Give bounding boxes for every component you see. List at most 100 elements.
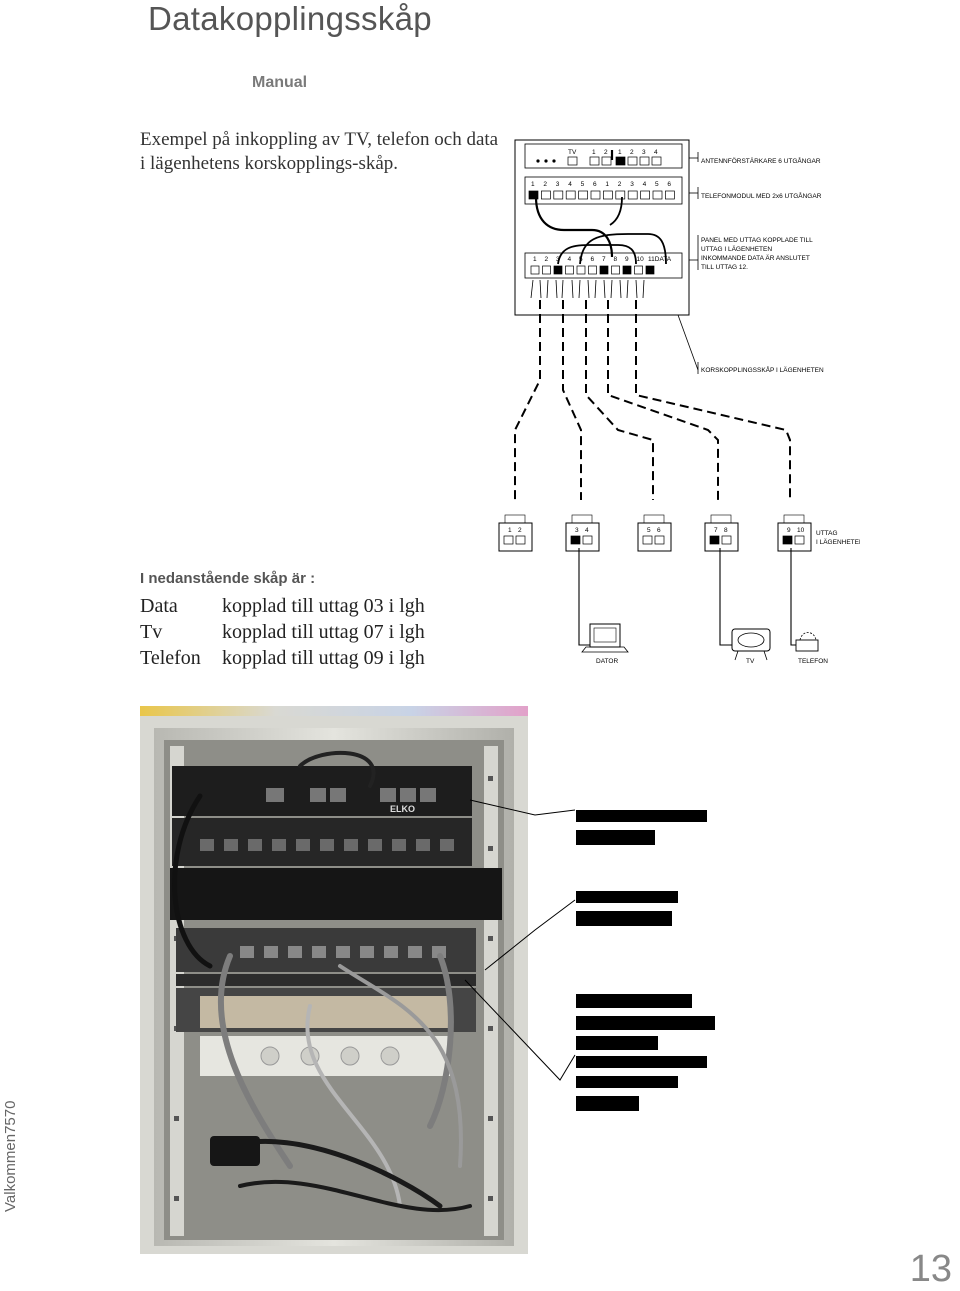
antenna-port: [639, 156, 650, 166]
outlet-number: 7: [714, 527, 718, 534]
outlet-label-1: UTTAG: [816, 530, 838, 537]
outlet-panel-port: [645, 265, 655, 275]
outlet-label-2: I LÄGENHETEN: [816, 538, 860, 546]
outlet-panel-port: [634, 265, 643, 275]
outlet-number: 2: [518, 527, 522, 534]
footer-text: Valkommen7570: [2, 1100, 19, 1212]
outlet-number: 10: [797, 527, 805, 534]
svg-text:2: 2: [604, 149, 608, 156]
telephone-module-number: 3: [630, 181, 634, 188]
redacted-label: [576, 994, 692, 1008]
panel-label-1: PANEL MED UTTAG KOPPLADE TILL: [701, 237, 813, 244]
connection-row-tv: Tv kopplad till uttag 07 i lgh: [140, 621, 425, 644]
antenna-port: [627, 156, 638, 166]
outlet-panel-number: 8: [614, 256, 618, 263]
connection-value: kopplad till uttag 03 i lgh: [222, 595, 425, 617]
connection-value: kopplad till uttag 09 i lgh: [222, 647, 425, 669]
redacted-label: [576, 1096, 639, 1111]
outlet-number: 8: [724, 527, 728, 534]
outlet-number: 5: [647, 527, 651, 534]
telephone-module-number: 6: [593, 181, 597, 188]
manual-label: Manual: [252, 74, 308, 91]
outlet-panel-number: 9: [625, 256, 629, 263]
telephone-module-number: 6: [667, 181, 671, 188]
antenna-port: [651, 156, 662, 166]
outlet-jack: [721, 535, 732, 545]
telephone-module-number: 3: [556, 181, 560, 188]
panel-label-2: UTTAG I LÄGENHETEN: [701, 245, 772, 253]
outlet-jack: [503, 535, 514, 545]
telephone-module-port: [615, 190, 626, 200]
antenna-port: [567, 156, 578, 166]
redacted-label: [576, 1056, 707, 1068]
connection-value: kopplad till uttag 07 i lgh: [222, 621, 425, 643]
redacted-label: [576, 891, 678, 903]
antenna-port: [589, 156, 600, 166]
outlet-jack: [642, 535, 653, 545]
outlet-jack: [794, 535, 805, 545]
outlet-number: 4: [585, 527, 589, 534]
svg-text:1: 1: [592, 149, 596, 156]
outlet-number: 1: [508, 527, 512, 534]
outlet-panel-port: [611, 265, 620, 275]
connection-row-data: Data kopplad till uttag 03 i lgh: [140, 595, 425, 618]
outlet-panel-number: 6: [591, 256, 595, 263]
outlet-jack: [709, 535, 720, 545]
outlet-panel-port: [565, 265, 574, 275]
outlet-number: 3: [575, 527, 579, 534]
outlet-jack: [782, 535, 793, 545]
antenna-ports: [567, 156, 662, 166]
outlet-panel-ports: [530, 265, 655, 275]
svg-text:2: 2: [630, 149, 634, 156]
outlet-panel-number: 2: [545, 256, 549, 263]
svg-text:1: 1: [618, 149, 622, 156]
antenna-label: ANTENNFÖRSTÄRKARE 6 UTGÅNGAR: [701, 156, 821, 165]
outlet-panel-row: [524, 252, 683, 279]
redacted-label: [576, 911, 672, 926]
outlet-panel-port: [622, 265, 632, 275]
redacted-label: [576, 1036, 658, 1050]
telephone-module-port: [553, 190, 564, 200]
telephone-module-number: 5: [581, 181, 585, 188]
redacted-label: [576, 1016, 715, 1030]
antenna-row: [524, 143, 683, 169]
telephone-module-number: 4: [643, 181, 647, 188]
telephone-module-number: 1: [605, 181, 609, 188]
telephone-module-number: 2: [618, 181, 622, 188]
telephone-icon: [795, 632, 819, 652]
antenna-port: [601, 156, 612, 166]
telephone-module-port: [565, 190, 576, 200]
outlet-panel-number: 1: [533, 256, 537, 263]
cabinet-label: KORSKOPPLINGSSKÅP I LÄGENHETEN: [701, 365, 824, 374]
panel-label-4: TILL UTTAG 12.: [701, 264, 748, 271]
intro-paragraph: Exempel på inkoppling av TV, telefon och…: [140, 129, 499, 174]
connection-key: Data: [140, 595, 178, 617]
telephone-module-port: [528, 190, 539, 200]
telephone-module-port: [541, 190, 551, 200]
outlet-panel-number: 3: [556, 256, 560, 263]
redacted-label: [576, 1076, 678, 1088]
telephone-module-number: 1: [531, 181, 535, 188]
outlet-panel-number: 5: [579, 256, 583, 263]
outlet-panel-port: [553, 265, 563, 275]
telephone-module-number: 5: [655, 181, 659, 188]
telephone-module-port: [590, 190, 601, 200]
telephone-label: TELEFON: [798, 658, 828, 665]
outlet-number: 9: [787, 527, 791, 534]
connection-key: Tv: [140, 621, 163, 643]
cabinet-photo: ELKO: [140, 706, 528, 1254]
outlet-panel-port: [599, 265, 609, 275]
photo-brand-label: ELKO: [390, 804, 415, 814]
telephone-module-label: TELEFONMODUL MED 2x6 UTGÅNGAR: [701, 191, 822, 200]
telephone-module-port: [665, 190, 675, 200]
telephone-module-ports: [528, 190, 675, 200]
redacted-label: [576, 810, 707, 822]
computer-icon: [581, 623, 629, 653]
redacted-label: [576, 830, 655, 845]
page-number: 13: [909, 1248, 952, 1290]
